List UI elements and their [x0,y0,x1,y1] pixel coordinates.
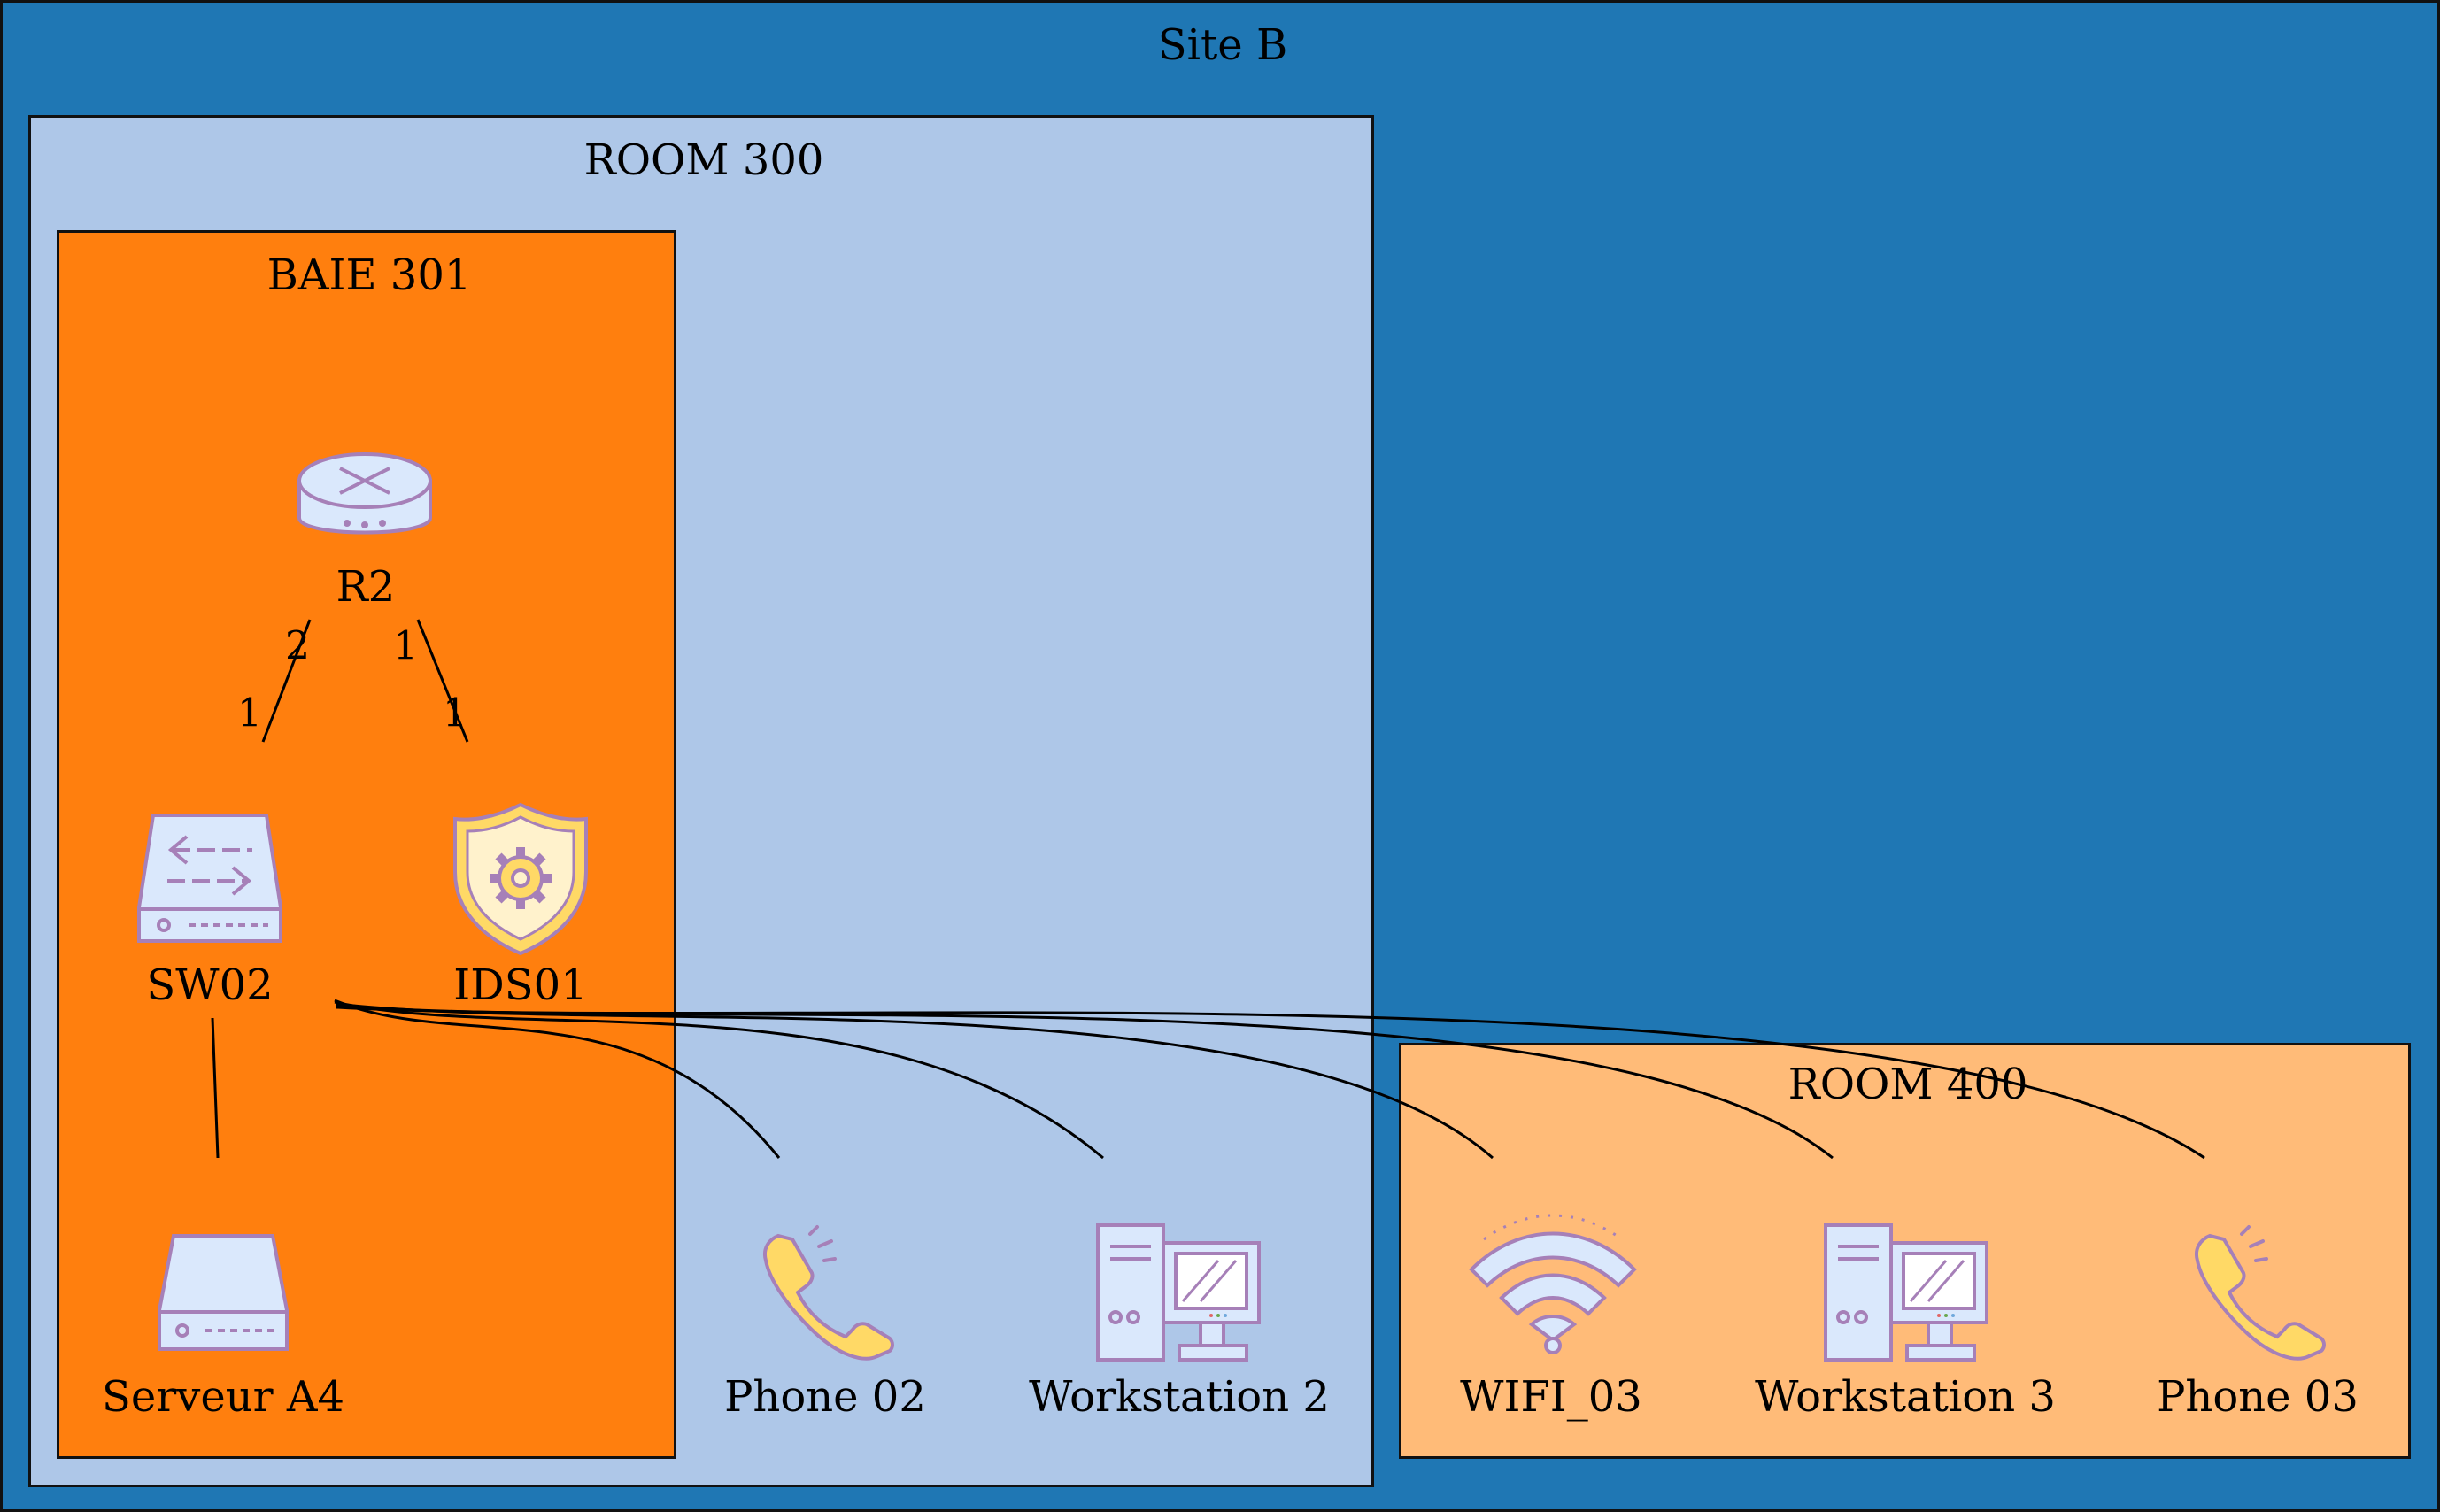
server-icon[interactable] [156,1230,290,1354]
room-300-title: ROOM 300 [583,135,824,185]
port-label-r2-sw02-source: 2 [285,623,310,669]
workstation-icon[interactable] [1094,1222,1262,1365]
room-400-title: ROOM 400 [1788,1060,2028,1109]
node-label-phone-02: Phone 02 [724,1372,926,1422]
port-label-r2-ids01-target: 1 [443,690,467,737]
baie-301-title: BAIE 301 [266,251,472,300]
shield-gear-icon[interactable] [452,801,590,957]
workstation-icon[interactable] [1822,1222,1990,1365]
node-label-phone-03: Phone 03 [2157,1372,2359,1422]
switch-icon[interactable] [135,810,284,952]
port-label-r2-sw02-target: 1 [237,690,262,737]
phone-icon[interactable] [757,1222,899,1363]
router-icon[interactable] [296,447,434,552]
node-label-r2: R2 [336,562,396,612]
site-title: Site B [1157,20,1288,70]
node-label-ids01: IDS01 [453,960,588,1010]
node-label-workstation-3: Workstation 3 [1755,1372,2056,1422]
wifi-icon[interactable] [1466,1204,1640,1354]
phone-icon[interactable] [2189,1222,2330,1363]
node-label-wifi-03: WIFI_03 [1460,1372,1642,1422]
node-label-sw02: SW02 [146,960,274,1010]
node-label-workstation-2: Workstation 2 [1029,1372,1330,1422]
port-label-r2-ids01-source: 1 [393,623,418,669]
node-label-serveur-a4: Serveur A4 [101,1372,345,1422]
